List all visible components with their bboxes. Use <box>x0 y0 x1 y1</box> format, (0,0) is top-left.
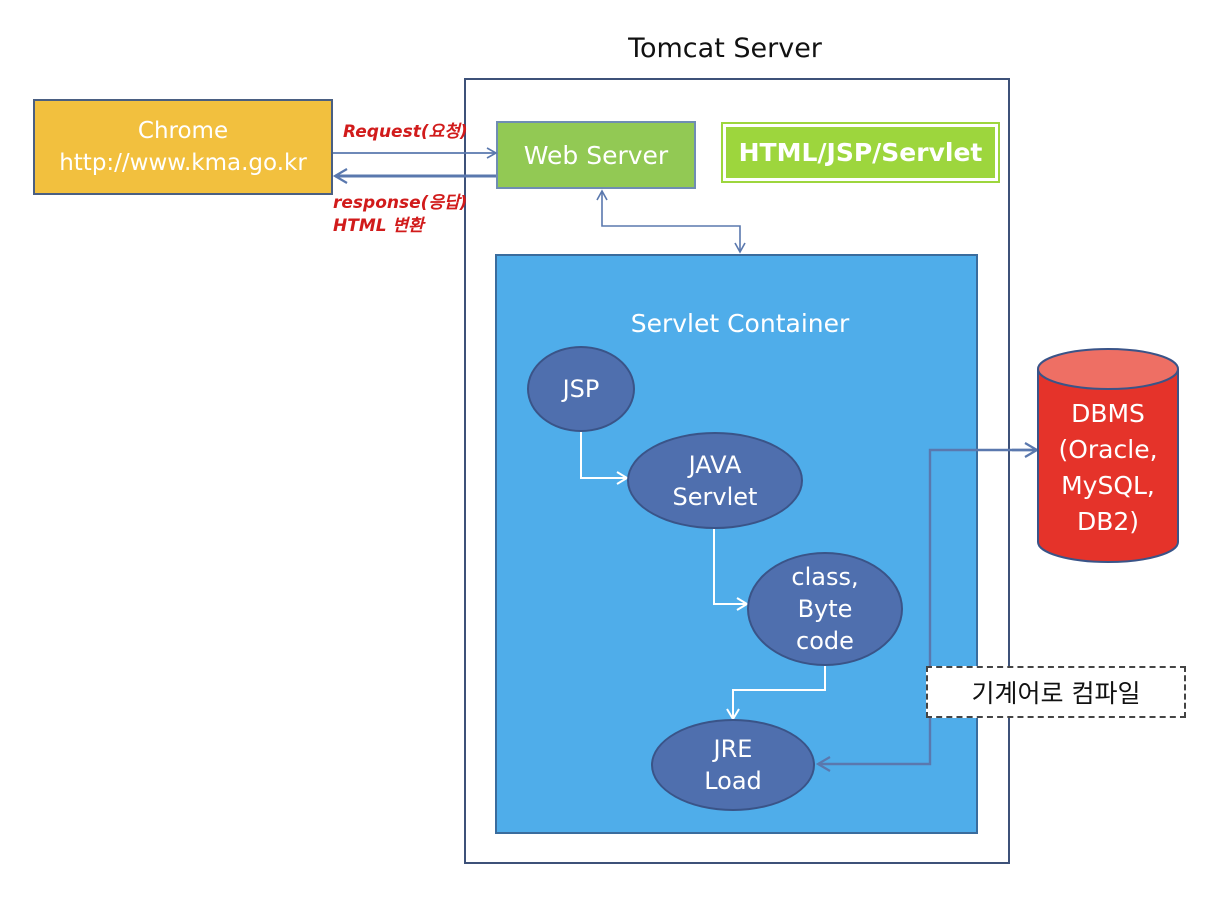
java-to-class-arrow <box>713 527 749 611</box>
tech-label: HTML/JSP/Servlet <box>726 127 995 178</box>
jre-load-node: JRE Load <box>651 719 815 811</box>
dbms-line1: DBMS <box>1071 399 1145 428</box>
jre-to-dbms-connector <box>815 448 1038 772</box>
java-servlet-node: JAVA Servlet <box>627 432 803 529</box>
bytecode-node: class, Byte code <box>747 552 903 666</box>
java-node-line1: JAVA <box>688 450 742 479</box>
jre-node-line1: JRE <box>713 735 753 763</box>
jsp-node-label: JSP <box>562 375 600 403</box>
class-to-jre-arrow <box>726 666 826 721</box>
chrome-client-box: Chrome http://www.kma.go.kr <box>33 99 333 195</box>
tomcat-server-title: Tomcat Server <box>628 32 822 64</box>
chrome-label: Chrome <box>137 118 229 144</box>
bytecode-node-line2: Byte <box>797 595 853 623</box>
dbms-line3: MySQL, <box>1061 471 1155 500</box>
jsp-to-java-arrow <box>580 432 629 485</box>
bytecode-node-line1: class, <box>791 563 859 591</box>
chrome-url: http://www.kma.go.kr <box>59 150 307 176</box>
servlet-container-title: Servlet Container <box>630 308 850 338</box>
dbms-label: DBMS (Oracle, MySQL, DB2) <box>1038 388 1178 548</box>
dbms-line2: (Oracle, <box>1058 435 1158 464</box>
web-to-container-connector <box>596 189 746 254</box>
jsp-node: JSP <box>527 346 635 432</box>
request-label: Request(요청) <box>343 122 468 142</box>
response-label: response(응답) <box>333 193 468 213</box>
dbms-line4: DB2) <box>1076 507 1140 536</box>
java-node-line2: Servlet <box>672 482 758 511</box>
compile-annotation: 기계어로 컴파일 <box>926 666 1186 718</box>
dbms-cylinder <box>1037 348 1179 563</box>
html-convert-label: HTML 변환 <box>333 216 424 236</box>
jre-node-line2: Load <box>704 767 762 795</box>
bytecode-node-line3: code <box>796 627 854 655</box>
